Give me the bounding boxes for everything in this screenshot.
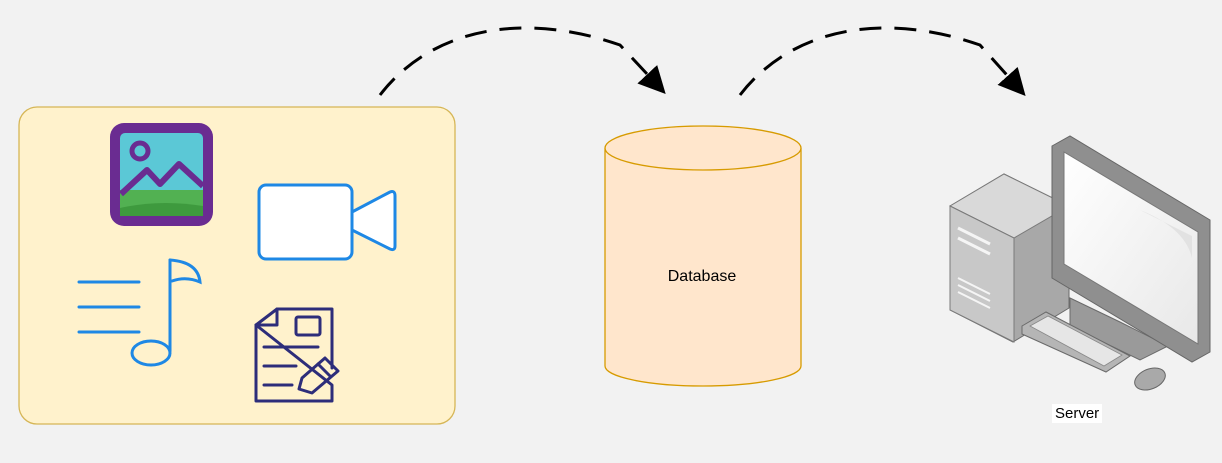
server-computer-icon — [948, 135, 1211, 391]
media-group-box[interactable] — [18, 106, 456, 425]
music-note-icon — [77, 258, 202, 367]
image-icon — [110, 123, 213, 226]
connector-media-to-database — [378, 26, 666, 96]
connector-database-to-server — [738, 26, 1026, 97]
database-label: Database — [667, 268, 737, 285]
video-camera-icon — [257, 183, 397, 261]
database-node[interactable] — [604, 125, 802, 387]
server-label: Server — [1052, 404, 1103, 423]
document-edit-icon — [254, 307, 340, 403]
